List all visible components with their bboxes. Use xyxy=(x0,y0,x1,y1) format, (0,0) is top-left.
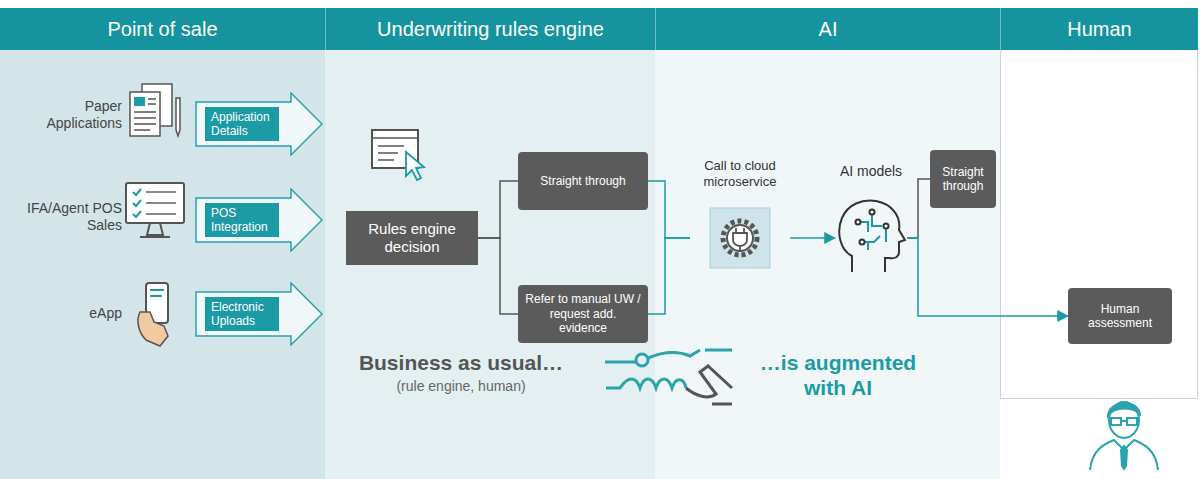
phone-lines xyxy=(150,290,164,296)
text-label: Paper Applications xyxy=(28,98,122,132)
microservice-icon xyxy=(710,208,770,268)
column-panel xyxy=(655,8,1000,479)
gear xyxy=(727,225,753,251)
label-holder: (rule engine, human) xyxy=(330,378,592,395)
head-profile xyxy=(839,201,905,272)
process-box: Refer to manual UW / request add. eviden… xyxy=(518,285,648,343)
hand xyxy=(138,312,168,346)
box-label: Refer to manual UW / request add. eviden… xyxy=(524,292,642,335)
circuit-node xyxy=(860,240,865,245)
column-band: HumanHuman assessment xyxy=(1000,8,1198,479)
connector xyxy=(907,179,930,238)
connector xyxy=(478,181,518,238)
paper-sheet xyxy=(130,92,160,136)
box-label: Electronic Uploads xyxy=(205,297,279,332)
column-panel xyxy=(0,8,325,479)
handshake-icon xyxy=(605,350,732,404)
column-band: AI Call to cloud microservice AI models Str… xyxy=(655,8,1000,479)
column-panel xyxy=(1001,9,1198,399)
box-label: Straight through xyxy=(936,165,990,194)
process-box: Straight through xyxy=(930,150,996,208)
connector xyxy=(907,238,1068,316)
window-icon xyxy=(372,130,424,180)
paper-icon xyxy=(130,84,180,136)
circuit-node xyxy=(856,220,861,225)
column-header: Human xyxy=(1000,8,1198,50)
check-marks xyxy=(133,189,141,217)
head xyxy=(1109,402,1139,438)
monitor-stand xyxy=(140,223,170,237)
label-holder: …is augmented with AI xyxy=(740,350,936,400)
column-band: Underwriting rules engineRules engine de… xyxy=(325,8,655,479)
check-lines xyxy=(146,192,176,214)
phone-icon xyxy=(138,283,168,346)
box-label: Human assessment xyxy=(1074,302,1166,331)
icon-tile xyxy=(710,208,770,268)
connector xyxy=(790,237,835,239)
arm-line xyxy=(605,361,636,364)
monitor-screen xyxy=(126,183,184,223)
cuff-circle xyxy=(636,354,648,366)
plug xyxy=(733,228,747,252)
hair xyxy=(1108,403,1140,416)
box-label: Rules engine decision xyxy=(352,220,472,256)
arrow-shape xyxy=(196,283,322,345)
connector xyxy=(648,181,690,238)
column-header: AI xyxy=(655,8,1000,50)
paper-picture xyxy=(134,97,145,106)
input-arrow: Application Details xyxy=(195,92,323,156)
text-label: eApp xyxy=(60,305,122,322)
connector xyxy=(648,238,690,314)
column-header: Underwriting rules engine xyxy=(325,8,655,50)
connector xyxy=(478,238,518,314)
glasses xyxy=(1111,418,1137,425)
arrow-shape xyxy=(196,93,322,155)
text-label: Business as usual… xyxy=(330,350,592,375)
ai-brain-icon xyxy=(839,201,905,272)
circuit-lines xyxy=(858,212,886,250)
process-box: Human assessment xyxy=(1068,288,1172,344)
cursor xyxy=(406,152,424,180)
column-band: Point of saleApplication DetailsPOS Inte… xyxy=(0,8,325,479)
gear-teeth xyxy=(723,221,757,255)
process-box: Straight through xyxy=(518,152,648,210)
shoulders xyxy=(1090,440,1158,470)
box-label: Application Details xyxy=(205,107,279,142)
paper-lines xyxy=(134,99,156,130)
column-header: Point of sale xyxy=(0,8,325,50)
person-icon xyxy=(1090,402,1158,470)
text-label: …is augmented with AI xyxy=(740,350,936,400)
column-panel xyxy=(325,8,655,479)
box-label: Straight through xyxy=(524,174,642,188)
label-holder: Business as usual… xyxy=(330,350,592,375)
coil-hand xyxy=(606,379,686,388)
label-holder: Paper Applications xyxy=(28,98,122,132)
monitor-icon xyxy=(126,183,184,237)
icon-caption: AI models xyxy=(835,163,907,180)
icon-node: AI models xyxy=(835,163,907,273)
tie xyxy=(1121,446,1127,469)
hand-outline xyxy=(686,366,732,404)
pencil xyxy=(176,98,180,136)
input-arrow: POS Integration xyxy=(195,188,323,252)
circuit-node xyxy=(884,224,889,229)
process-box: Rules engine decision xyxy=(346,211,478,265)
text-label: IFA/Agent POS Sales xyxy=(18,200,122,234)
box-label: POS Integration xyxy=(205,203,279,238)
text-label: (rule engine, human) xyxy=(330,378,592,395)
input-arrow: Electronic Uploads xyxy=(195,282,323,346)
circuit-node xyxy=(870,210,875,215)
hand-outline xyxy=(648,350,732,358)
label-holder: eApp xyxy=(60,305,122,322)
icon-caption: Call to cloud microservice xyxy=(690,158,790,189)
icon-node: Call to cloud microservice xyxy=(690,158,790,270)
label-holder: IFA/Agent POS Sales xyxy=(18,200,122,234)
arrow-shape xyxy=(196,189,322,251)
